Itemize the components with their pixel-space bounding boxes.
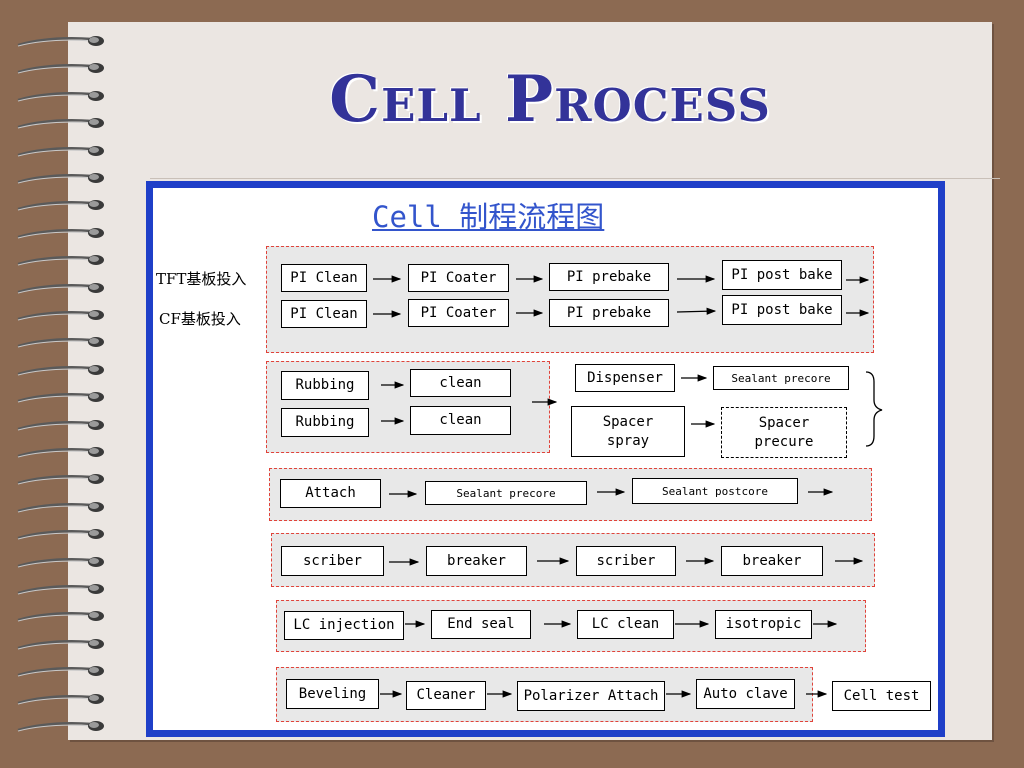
spiral-binding-ring-icon xyxy=(17,364,104,376)
rubbing-2: Rubbing xyxy=(281,408,369,437)
cf-pi-clean: PI Clean xyxy=(281,300,367,328)
clean-1: clean xyxy=(410,369,511,397)
spiral-binding-ring-icon xyxy=(17,693,104,705)
spiral-binding-ring-icon xyxy=(17,337,104,348)
spiral-binding-ring-icon xyxy=(17,501,104,513)
cleaner: Cleaner xyxy=(406,681,486,710)
beveling: Beveling xyxy=(286,679,379,709)
spiral-binding-ring-icon xyxy=(17,447,104,458)
divider-line xyxy=(150,178,1000,179)
tft-pi-prebake: PI prebake xyxy=(549,263,669,291)
sealant-precore-2: Sealant precore xyxy=(425,481,587,505)
scriber-2: scriber xyxy=(576,546,676,576)
rubbing-1: Rubbing xyxy=(281,371,369,400)
spiral-binding-ring-icon xyxy=(17,200,104,211)
breaker-2: breaker xyxy=(721,546,823,576)
end-seal: End seal xyxy=(431,610,531,639)
cf-pi-post-bake: PI post bake xyxy=(722,295,842,325)
tft-pi-coater: PI Coater xyxy=(408,264,509,292)
spiral-binding-ring-icon xyxy=(17,63,104,74)
diagram-title: Cell 制程流程图 xyxy=(372,200,605,234)
spiral-binding-ring-icon xyxy=(17,584,104,595)
clean-2: clean xyxy=(410,406,511,435)
cell-test: Cell test xyxy=(832,681,931,711)
dispenser: Dispenser xyxy=(575,364,675,392)
spiral-binding-ring-icon xyxy=(17,721,104,732)
spiral-binding-ring-icon xyxy=(17,392,104,403)
spiral-binding-ring-icon xyxy=(17,227,104,239)
cf-input-label: CF基板投入 xyxy=(159,310,241,328)
spiral-binding-ring-icon xyxy=(17,282,104,294)
spiral-binding-ring-icon xyxy=(17,474,104,485)
spacer-precure: Spacer precure xyxy=(721,407,847,458)
tft-pi-post-bake: PI post bake xyxy=(722,260,842,290)
spiral-binding-ring-icon xyxy=(17,419,104,431)
spacer-spray: Spacer spray xyxy=(571,406,685,457)
spiral-binding-ring-icon xyxy=(17,118,104,129)
lc-clean: LC clean xyxy=(577,610,674,639)
cf-pi-coater: PI Coater xyxy=(408,299,509,327)
spiral-binding-ring-icon xyxy=(17,611,104,622)
spiral-binding-ring-icon xyxy=(17,255,104,266)
slide-title: Cell Process xyxy=(329,62,771,137)
polarizer-attach: Polarizer Attach xyxy=(517,681,665,711)
spiral-binding-ring-icon xyxy=(17,36,104,47)
lc-injection: LC injection xyxy=(284,611,404,640)
spiral-binding-ring-icon xyxy=(17,638,104,650)
breaker-1: breaker xyxy=(426,546,527,576)
spiral-binding-ring-icon xyxy=(17,173,104,184)
spiral-binding-ring-icon xyxy=(17,145,104,157)
spiral-binding-ring-icon xyxy=(17,529,104,540)
scriber-1: scriber xyxy=(281,546,384,576)
spiral-binding-ring-icon xyxy=(17,90,104,102)
auto-clave: Auto clave xyxy=(696,679,795,709)
tft-pi-clean: PI Clean xyxy=(281,264,367,292)
attach: Attach xyxy=(280,479,381,508)
cf-pi-prebake: PI prebake xyxy=(549,299,669,327)
sealant-precore-1: Sealant precore xyxy=(713,366,849,390)
sealant-postcore: Sealant postcore xyxy=(632,478,798,504)
spiral-binding-ring-icon xyxy=(17,310,104,321)
isotropic: isotropic xyxy=(715,610,812,639)
spiral-binding-ring-icon xyxy=(17,666,104,677)
tft-input-label: TFT基板投入 xyxy=(156,270,247,288)
spiral-binding-ring-icon xyxy=(17,556,104,568)
